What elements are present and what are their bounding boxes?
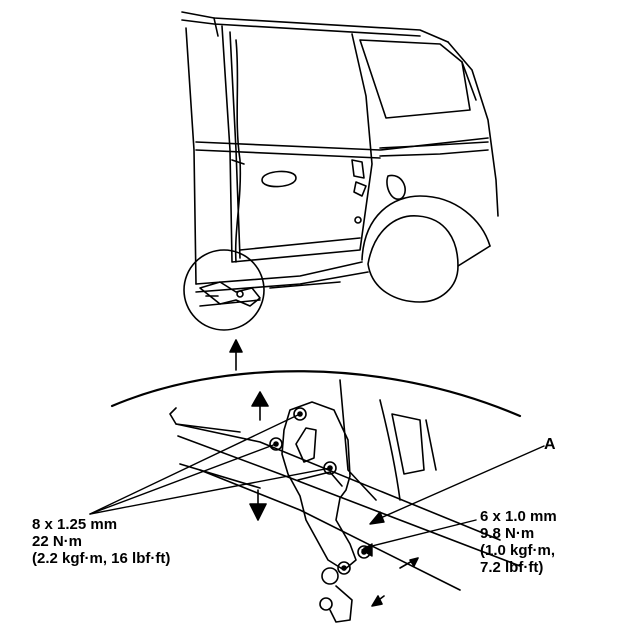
right-bolt-torque-alt-2: 7.2 lbf·ft) [480, 559, 544, 576]
fuel-door [386, 174, 406, 200]
right-bolt-torque-alt-1: (1.0 kgf·m, [480, 542, 556, 559]
van-body [181, 11, 499, 307]
right-bolt-spec: 6 x 1.0 mm 9.8 N·m (1.0 kgf·m, 7.2 lbf·f… [480, 508, 557, 576]
roller-bracket [281, 401, 357, 571]
rear-wheel [367, 215, 459, 303]
part-a-label: A [544, 436, 556, 453]
zoom-arc [110, 370, 522, 418]
left-bolt-torque: 22 N·m [32, 533, 83, 550]
right-bolt-size: 6 x 1.0 mm [480, 508, 557, 525]
left-bolt-torque-alt: (2.2 kgf·m, 16 lbf·ft) [32, 550, 171, 567]
left-bolt-spec: 8 x 1.25 mm 22 N·m (2.2 kgf·m, 16 lbf·ft… [32, 516, 170, 567]
rear-window [359, 39, 471, 119]
zoomed-detail [169, 379, 521, 623]
right-bolt-torque: 9.8 N·m [480, 525, 535, 542]
detail-arrow [229, 339, 243, 371]
door-handle [261, 170, 297, 188]
leader-lines [89, 413, 545, 557]
rear-wheel-arch [361, 195, 491, 261]
left-bolt-size: 8 x 1.25 mm [32, 516, 118, 533]
sliding-door [221, 25, 373, 263]
door-cable [234, 39, 242, 263]
detail-circle [183, 249, 265, 331]
